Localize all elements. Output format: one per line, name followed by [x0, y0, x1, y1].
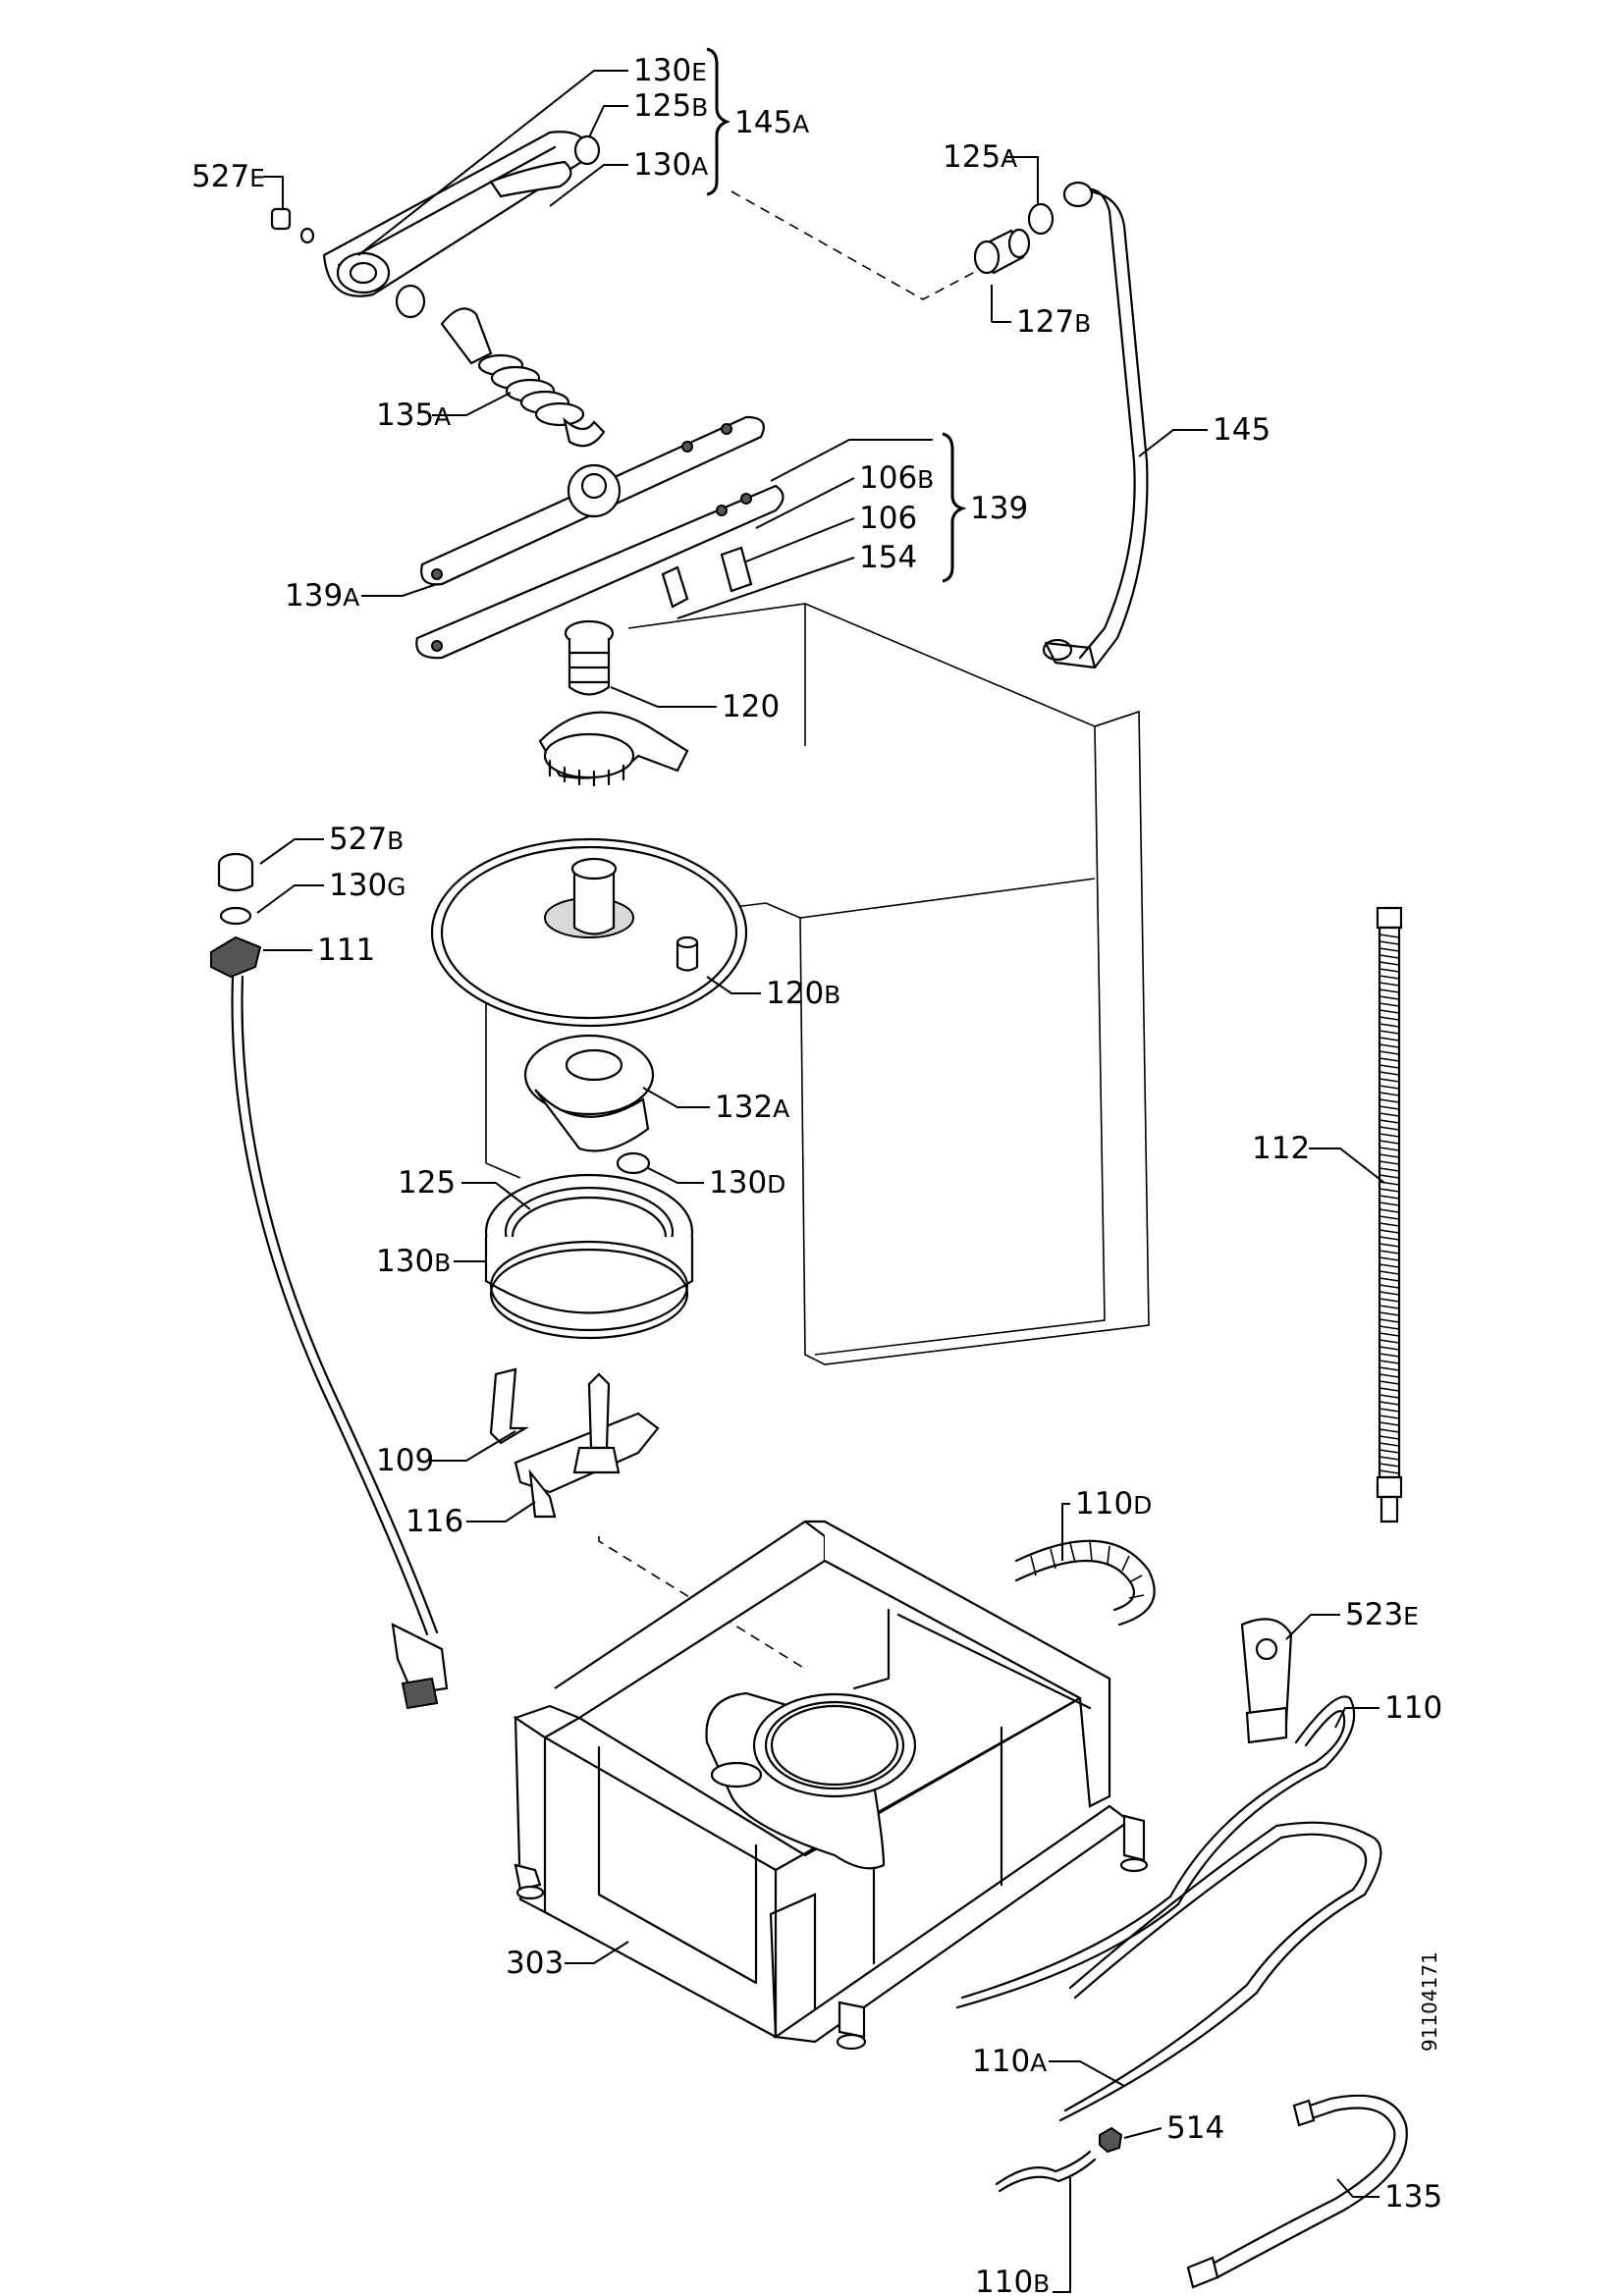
nut-527e	[270, 207, 315, 244]
label-135: 135	[1384, 2179, 1442, 2215]
hub-120	[538, 619, 689, 787]
filter-plate-120b	[430, 837, 748, 1028]
label-112: 112	[1252, 1131, 1310, 1166]
hose-110	[955, 1695, 1356, 2009]
pipe-110b	[995, 2150, 1097, 2193]
drain-hose-110d	[1014, 1539, 1156, 1627]
label-120b: 120B	[766, 976, 840, 1011]
label-132a: 132A	[715, 1090, 789, 1125]
sump-cup-132a	[523, 1034, 655, 1152]
label-514: 514	[1166, 2110, 1224, 2146]
supply-pipe-145	[1042, 181, 1149, 669]
label-110: 110	[1384, 1690, 1442, 1726]
label-110d: 110D	[1075, 1486, 1152, 1522]
label-130d: 130D	[709, 1165, 785, 1201]
label-523e: 523E	[1345, 1597, 1419, 1632]
label-110b: 110B	[975, 2265, 1050, 2296]
label-125b: 125B	[633, 88, 708, 124]
corrugated-hose-112	[1376, 906, 1403, 1523]
washer-130g	[219, 906, 252, 926]
label-135a: 135A	[376, 398, 451, 433]
label-303: 303	[506, 1946, 564, 1981]
leader-lines	[256, 70, 1385, 2293]
bracket-523e	[1240, 1618, 1293, 1744]
label-130a: 130A	[633, 147, 708, 183]
label-154: 154	[859, 540, 917, 575]
upper-spray-arm-pipe	[322, 131, 601, 319]
inlet-fitting-111	[210, 935, 449, 1710]
fitting-127b	[973, 228, 1031, 275]
label-120: 120	[722, 689, 780, 724]
brace-145a	[706, 47, 731, 196]
label-127b: 127B	[1016, 304, 1091, 340]
o-ring-130d	[616, 1151, 651, 1175]
label-106: 106	[859, 501, 917, 536]
label-110a: 110A	[972, 2044, 1047, 2079]
sump-ring-125	[484, 1173, 694, 1340]
label-130e: 130E	[633, 53, 707, 88]
label-527b: 527B	[329, 822, 404, 857]
label-130b: 130B	[376, 1244, 451, 1279]
bracket-116	[514, 1372, 660, 1519]
label-139: 139	[970, 491, 1028, 526]
clips-106-154	[661, 546, 753, 609]
label-111: 111	[317, 933, 375, 968]
nut-514	[1099, 2126, 1123, 2154]
label-125a: 125A	[943, 139, 1017, 175]
brace-139	[942, 432, 967, 583]
u-hose-135	[1186, 2094, 1408, 2289]
label-527e: 527E	[191, 159, 265, 194]
base-frame-303	[513, 1520, 1149, 2051]
hose-110a	[1058, 1821, 1382, 2122]
label-139a: 139A	[285, 578, 359, 614]
label-145a: 145A	[734, 105, 809, 140]
bellows-135a	[440, 307, 606, 448]
clip-109	[489, 1367, 529, 1445]
part-labels: 130E 125B 130A 145A 527E 125A 127B 135A …	[191, 53, 1442, 2296]
label-109: 109	[376, 1443, 434, 1478]
label-145: 145	[1213, 412, 1271, 448]
washer-125a	[1027, 202, 1055, 236]
spray-arm-139a	[415, 415, 784, 660]
drawing-code: 91104171	[1418, 1951, 1441, 2052]
alignment-dash-lower	[598, 1536, 806, 1670]
label-116: 116	[406, 1504, 463, 1539]
label-130g: 130G	[329, 868, 406, 903]
inlet-nut-527b	[217, 852, 254, 892]
label-125: 125	[398, 1165, 456, 1201]
label-106b: 106B	[859, 460, 934, 496]
tub-outline	[485, 603, 1150, 1365]
alignment-dash-upper	[730, 190, 993, 300]
